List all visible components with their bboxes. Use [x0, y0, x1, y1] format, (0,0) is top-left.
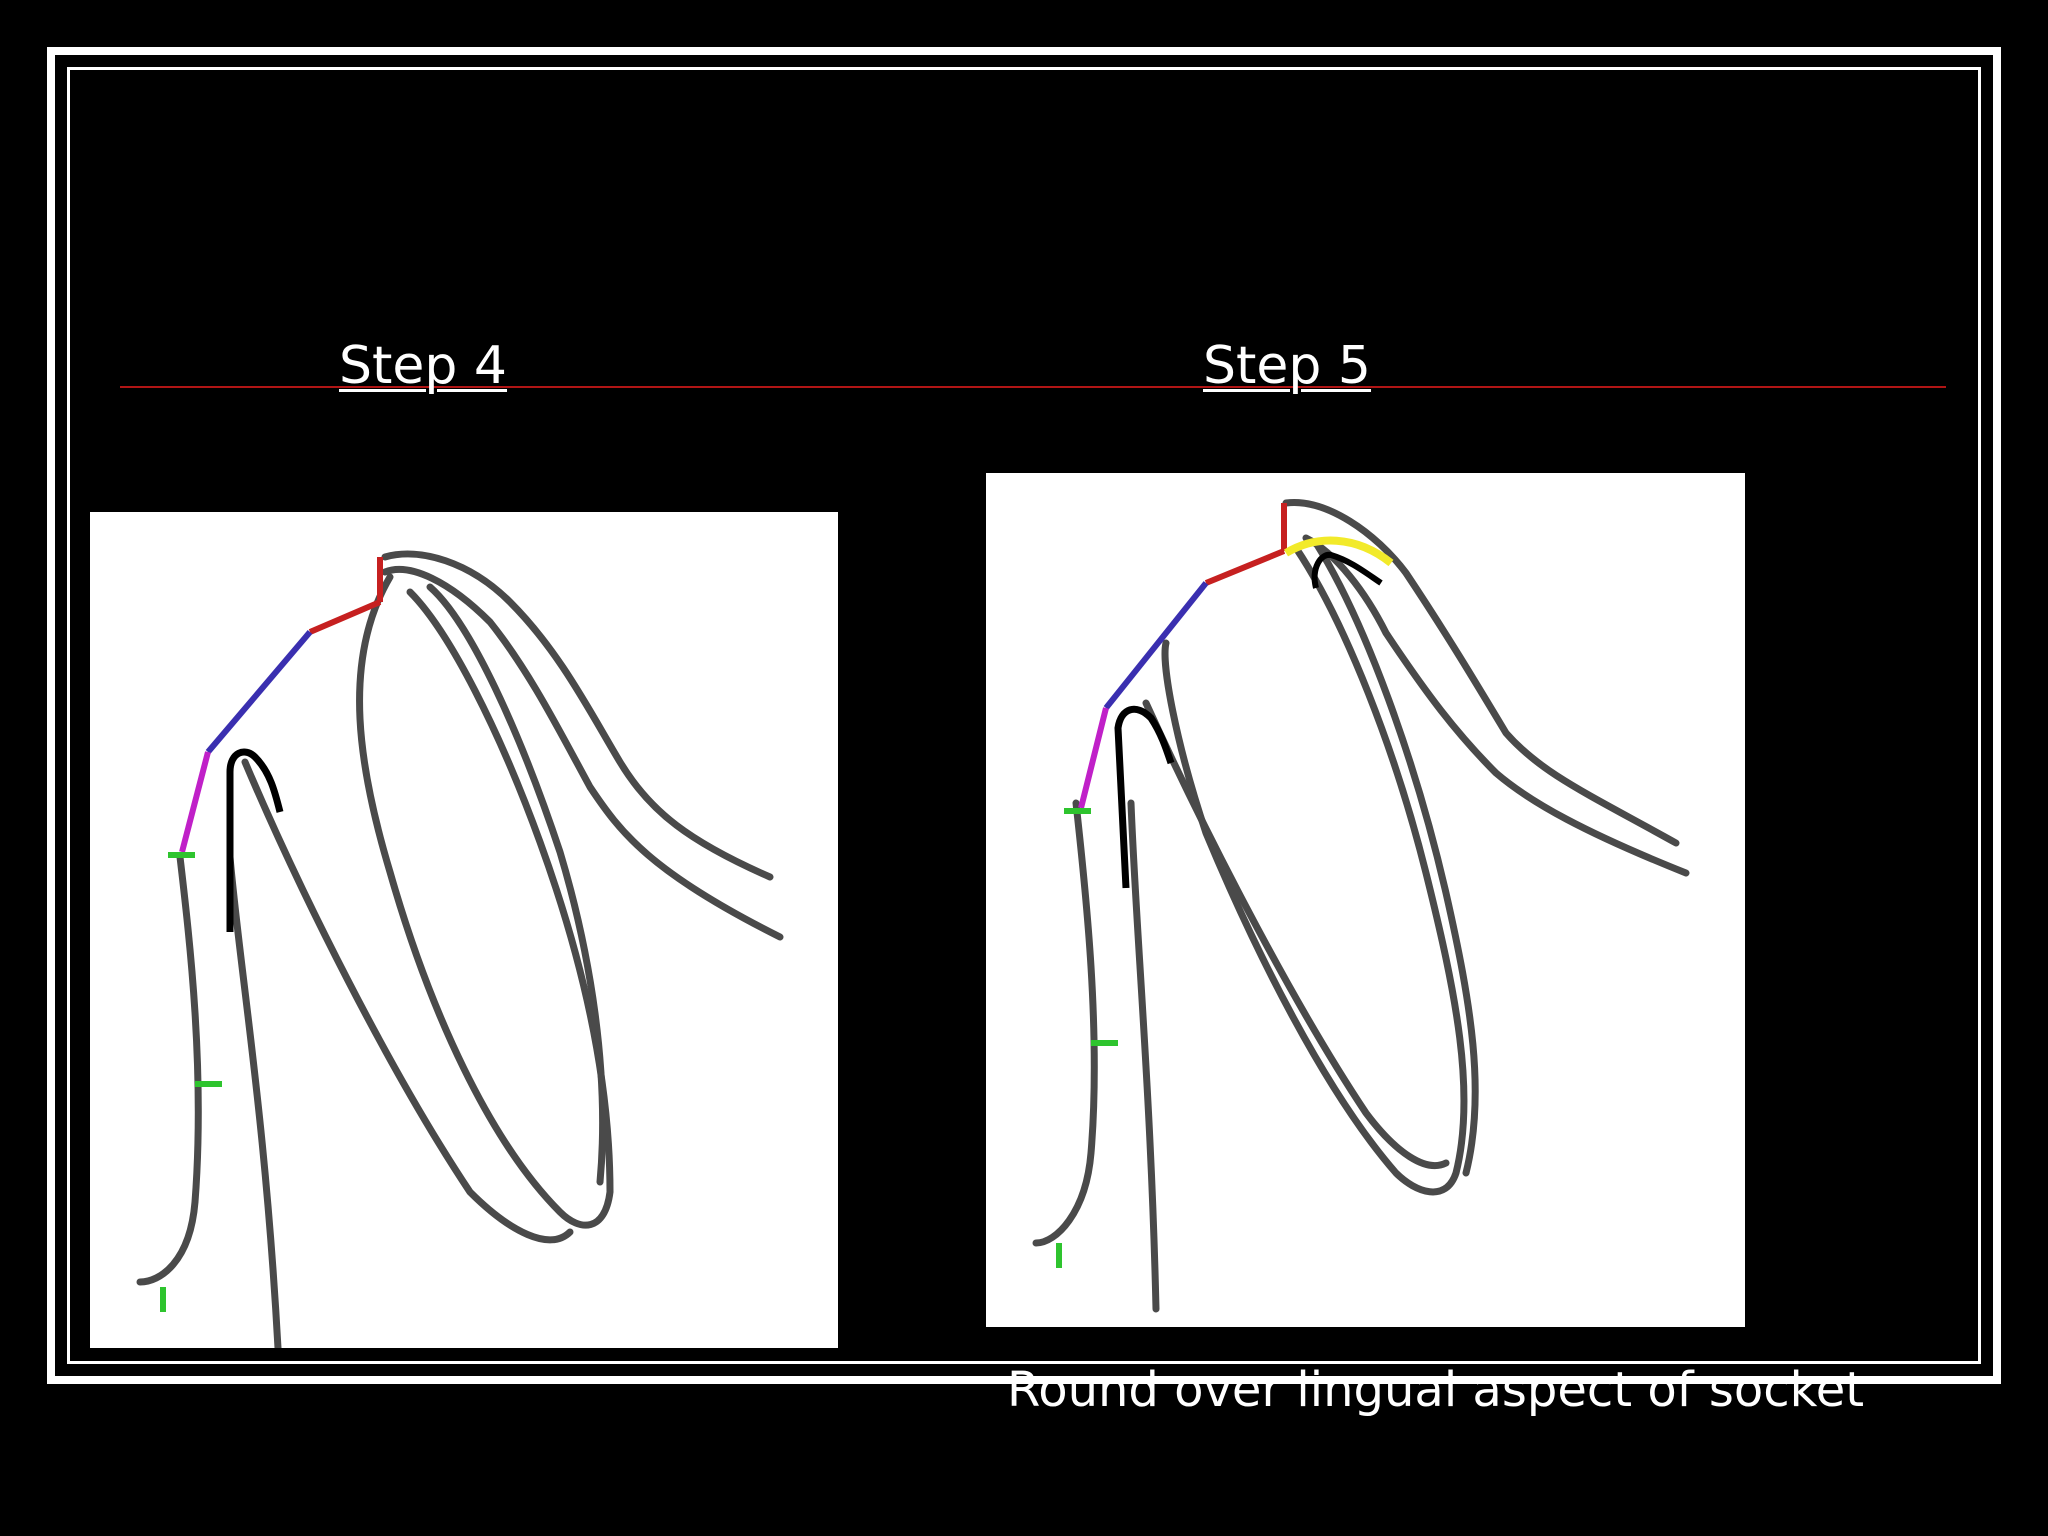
black-curve [1114, 705, 1175, 889]
step-5-drawing [986, 473, 1745, 1327]
title-divider-line [120, 386, 1946, 388]
yellow-rounded-curve [1283, 536, 1394, 567]
blue-segment [205, 630, 313, 754]
slide-frame-outer [47, 47, 2001, 1384]
step-4-tooth-sketch [136, 550, 784, 1348]
lingual-black-curve [1311, 551, 1383, 589]
green-marks [1056, 808, 1118, 1268]
red-segment [1204, 548, 1286, 586]
slide-caption: Round over lingual aspect of socket [1007, 1362, 1865, 1418]
black-curve [226, 748, 284, 932]
step-5-tooth-sketch [1032, 499, 1690, 1313]
magenta-segment [179, 751, 211, 853]
blue-segment [1103, 581, 1209, 710]
slide-frame-inner [67, 67, 1981, 1364]
step-4-title: Step 4 [339, 336, 508, 396]
red-segment [308, 599, 382, 635]
tooth-outline [1032, 499, 1690, 1313]
step-4-drawing [90, 512, 838, 1348]
green-marks [160, 852, 222, 1312]
step-5-title: Step 5 [1203, 336, 1372, 396]
tooth-outline [136, 550, 784, 1348]
magenta-segment [1078, 707, 1109, 809]
